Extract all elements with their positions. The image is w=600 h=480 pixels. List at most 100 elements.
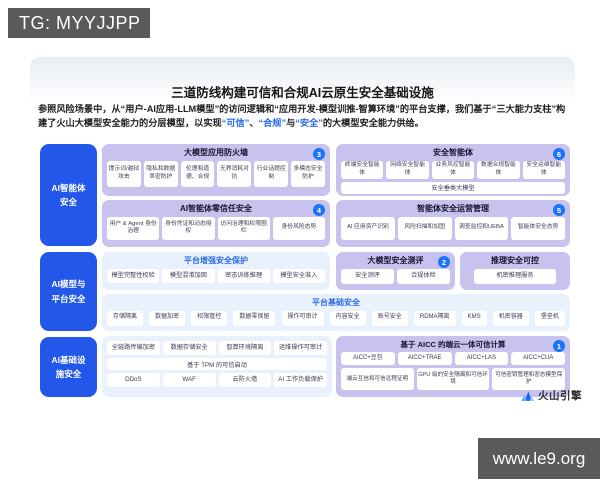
capability-chip: 数据合规智能体 bbox=[477, 160, 520, 179]
card-title: 推理安全可控 bbox=[491, 256, 539, 265]
capability-chip: 端云互信和可信远程证明 bbox=[341, 368, 414, 390]
intro-separator: 、 bbox=[249, 117, 259, 128]
volcengine-mountain-icon bbox=[521, 390, 535, 401]
capability-chip: 身份风险态势 bbox=[272, 216, 325, 240]
card-title: 平台增强安全保护 bbox=[184, 256, 248, 265]
capability-chip: 提示词/越狱攻击 bbox=[107, 160, 141, 187]
capability-chip: 合规体检 bbox=[397, 268, 450, 284]
intro-paragraph: 参照风险场景中，从“用户-AI应用-LLM模型”的访问逻辑和“应用开发-模型训推… bbox=[38, 103, 566, 131]
sidebar-item-ai-infra-security: AI基础设施安全 bbox=[40, 337, 97, 397]
capability-chip: 多模态安全防护 bbox=[291, 160, 325, 187]
capability-chip: KMS bbox=[461, 310, 487, 326]
capability-chip: 智能体安全态势 bbox=[511, 216, 565, 240]
card-agent-zero-trust: AI智能体零信任安全 4 用户 & Agent 身份治理身份凭证和动态授权访问治… bbox=[102, 200, 330, 247]
chip-row: 安全测评合规体检 bbox=[336, 266, 455, 284]
card-title: 基于 AICC 的端云一体可信计算 bbox=[400, 340, 506, 349]
security-vertical-model-chip: 安全垂类大模型 bbox=[341, 181, 565, 194]
badge-number: 2 bbox=[438, 256, 450, 268]
capability-chip: 智算环境隔离 bbox=[218, 341, 272, 355]
chip-row: 提示词/越狱攻击隐私和数据泄密防护伦理和道德、合规无界消耗对抗行业话题控制多模态… bbox=[102, 158, 330, 187]
badge-number: 1 bbox=[553, 340, 565, 352]
highlight-secure: “安全” bbox=[295, 117, 323, 128]
capability-chip: 用户 & Agent 身份治理 bbox=[107, 216, 160, 240]
capability-chip: 机密推理服务 bbox=[474, 268, 556, 284]
chip-row: 机密推理服务 bbox=[460, 266, 570, 284]
capability-chip: AICC+CUA bbox=[511, 352, 565, 365]
capability-chip: DDoS bbox=[107, 373, 160, 387]
card-title: 安全智能体 bbox=[433, 148, 473, 157]
capability-chip: AI 应用资产识别 bbox=[341, 216, 395, 240]
capability-chip: 内容安全 bbox=[329, 310, 366, 326]
capability-chip: AI 工作负载保护 bbox=[274, 373, 327, 387]
capability-chip: 安全运维智能体 bbox=[522, 160, 566, 179]
card-llm-app-firewall: 大模型应用防火墙 3 提示词/越狱攻击隐私和数据泄密防护伦理和道德、合规无界消耗… bbox=[102, 144, 330, 196]
capability-chip: 操作可审计 bbox=[281, 310, 324, 326]
capability-chip: 数据存储安全 bbox=[162, 341, 216, 355]
card-title: AI智能体零信任安全 bbox=[180, 204, 252, 213]
badge-number: 4 bbox=[313, 204, 325, 216]
capability-chip: 风险扫描和加固 bbox=[397, 216, 452, 240]
capability-chip: 机密容器 bbox=[492, 310, 529, 326]
capability-chip: 可信密钥管理和密态模型保护 bbox=[492, 368, 566, 390]
intro-text: 的大模型安全能力供给。 bbox=[322, 117, 424, 128]
capability-chip: 终端安全智能体 bbox=[341, 160, 384, 179]
capability-chip: 访问治理和权限围栏 bbox=[217, 216, 270, 240]
chip-row: 终端安全智能体网络安全智能体业务风控智能体数据合规智能体安全运维智能体 bbox=[336, 158, 570, 179]
capability-chip: 网络安全智能体 bbox=[386, 160, 429, 179]
chip-row: 用户 & Agent 身份治理身份凭证和动态授权访问治理和权限围栏身份风险态势 bbox=[102, 214, 330, 240]
intro-separator: 与 bbox=[286, 117, 296, 128]
card-infrastructure-security: 全链路传输加密数据存储安全智算环境隔离运维操作可审计 基于 TPM 的可信启动 … bbox=[102, 336, 332, 397]
volcengine-logo: 火山引擎 bbox=[521, 388, 582, 403]
sidebar-item-ai-model-platform-security: AI模型与平台安全 bbox=[40, 252, 97, 331]
capability-chip: 堡垒机 bbox=[534, 310, 565, 326]
capability-chip: 无界消耗对抗 bbox=[217, 160, 252, 187]
capability-chip: GPU 级的安全隔离和可信环境 bbox=[416, 368, 490, 390]
volcengine-logo-text: 火山引擎 bbox=[538, 390, 582, 402]
card-llm-security-evaluation: 大模型安全测评 2 安全测评合规体检 bbox=[336, 252, 455, 290]
badge-number: 3 bbox=[313, 148, 325, 160]
capability-chip: 账号安全 bbox=[371, 310, 408, 326]
capability-chip: AICC+LAS bbox=[454, 352, 509, 365]
capability-chip: 数据零保留 bbox=[233, 310, 276, 326]
card-title: 大模型应用防火墙 bbox=[184, 148, 248, 157]
capability-chip: 云防火墙 bbox=[218, 373, 272, 387]
highlight-compliant: “合规” bbox=[258, 117, 287, 128]
card-title: 智能体安全运营管理 bbox=[417, 204, 489, 213]
telegram-watermark: TG: MYYJJPP bbox=[8, 8, 150, 38]
site-watermark: www.le9.org bbox=[478, 438, 600, 479]
intro-text: 参照风险场景中，从“用户-AI应用-LLM模型”的访问逻辑和“应用开发-模型训推… bbox=[38, 104, 566, 128]
tpm-trusted-boot-chip: 基于 TPM 的可信启动 bbox=[107, 358, 327, 370]
capability-chip: 业务风控智能体 bbox=[431, 160, 475, 179]
capability-chip: AICC+豆包 bbox=[341, 352, 395, 365]
capability-chip: WAF bbox=[162, 373, 216, 387]
capability-chip: 安全测评 bbox=[341, 268, 394, 284]
chip-row: 模型完整性校验模型混淆加固密态训练推理模型安全准入 bbox=[102, 266, 330, 283]
card-title: 大模型安全测评 bbox=[367, 256, 424, 265]
capability-chip: RDMA隔离 bbox=[413, 310, 456, 326]
capability-chip: 模型完整性校验 bbox=[107, 268, 160, 283]
capability-chip: 调查监控和UEBA bbox=[454, 216, 509, 240]
capability-chip: 全链路传输加密 bbox=[107, 341, 160, 355]
capability-chip: 伦理和道德、合规 bbox=[180, 160, 215, 187]
card-inference-safety: 推理安全可控 机密推理服务 bbox=[460, 252, 570, 290]
capability-chip: 权限管控 bbox=[191, 310, 228, 326]
badge-number: 5 bbox=[553, 204, 565, 216]
chip-row: 全链路传输加密数据存储安全智算环境隔离运维操作可审计 bbox=[102, 336, 332, 355]
sidebar-item-ai-agent-security: AI智能体安全 bbox=[40, 144, 97, 246]
capability-chip: 身份凭证和动态授权 bbox=[162, 216, 215, 240]
badge-number: 6 bbox=[553, 148, 565, 160]
card-platform-enhanced-protection: 平台增强安全保护 模型完整性校验模型混淆加固密态训练推理模型安全准入 bbox=[102, 252, 330, 290]
page-title: 三道防线构建可信和合规AI云原生安全基础设施 bbox=[171, 86, 434, 100]
capability-chip: 模型混淆加固 bbox=[162, 268, 215, 283]
capability-chip: AICC+TRAE bbox=[397, 352, 452, 365]
capability-chip: 行业话题控制 bbox=[254, 160, 289, 187]
card-security-agents: 安全智能体 6 终端安全智能体网络安全智能体业务风控智能体数据合规智能体安全运维… bbox=[336, 144, 570, 196]
